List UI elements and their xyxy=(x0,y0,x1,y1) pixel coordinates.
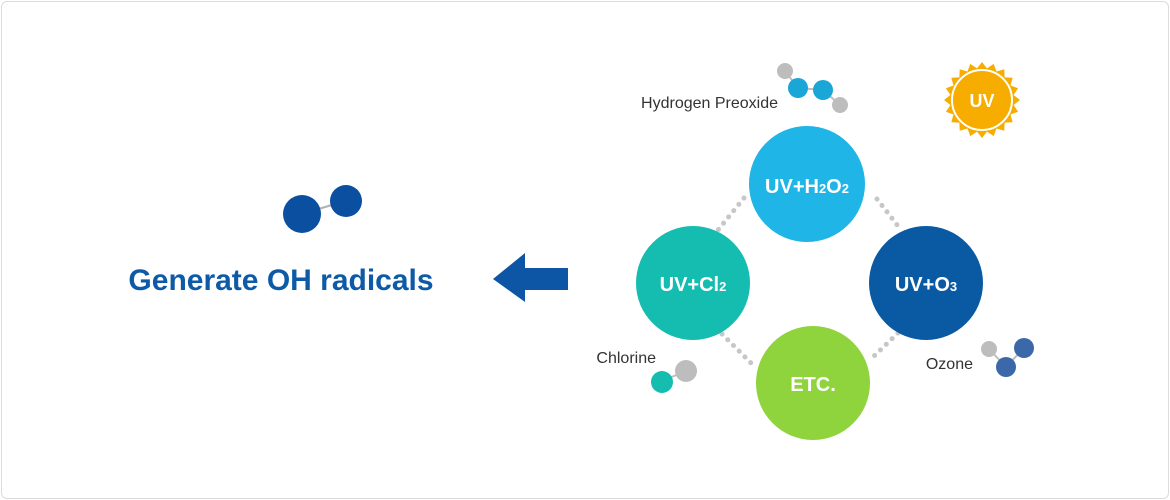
left-arrow xyxy=(493,253,568,302)
chlorine-molecule-icon xyxy=(651,360,697,393)
chlorine-label: Chlorine xyxy=(596,350,656,367)
o3-sub-1: 3 xyxy=(950,279,957,294)
h2o2-sub-2: 2 xyxy=(842,181,849,196)
svg-text:UV+Cl2: UV+Cl2 xyxy=(660,274,727,296)
circle-uv-cl2: UV+Cl2 xyxy=(636,226,750,340)
oh-molecule-icon xyxy=(283,185,362,233)
h2o2-part-2: O xyxy=(826,176,842,198)
ozone-molecule-icon xyxy=(981,338,1034,377)
diagram-title: Generate OH radicals xyxy=(128,264,433,297)
ozone-label: Ozone xyxy=(926,356,973,373)
etc-label: ETC. xyxy=(790,374,836,396)
svg-text:UV+O3: UV+O3 xyxy=(895,274,957,296)
circle-etc: ETC. xyxy=(756,326,870,440)
h2o2-part-1: UV+H xyxy=(765,176,819,198)
svg-text:UV+H2O2: UV+H2O2 xyxy=(765,176,849,198)
dotted-connectors xyxy=(715,195,901,369)
cl2-sub-1: 2 xyxy=(719,279,726,294)
hydrogen-peroxide-label: Hydrogen Preoxide xyxy=(641,95,778,112)
cl2-part-1: UV+Cl xyxy=(660,274,719,296)
sun-label: UV xyxy=(969,91,994,111)
hydrogen-peroxide-molecule-icon xyxy=(777,63,848,113)
h2o2-sub-1: 2 xyxy=(819,181,826,196)
sun-icon: UV xyxy=(944,62,1020,138)
circle-uv-o3: UV+O3 xyxy=(869,226,983,340)
o3-part-1: UV+O xyxy=(895,274,950,296)
circle-uv-h2o2: UV+H2O2 xyxy=(749,126,865,242)
